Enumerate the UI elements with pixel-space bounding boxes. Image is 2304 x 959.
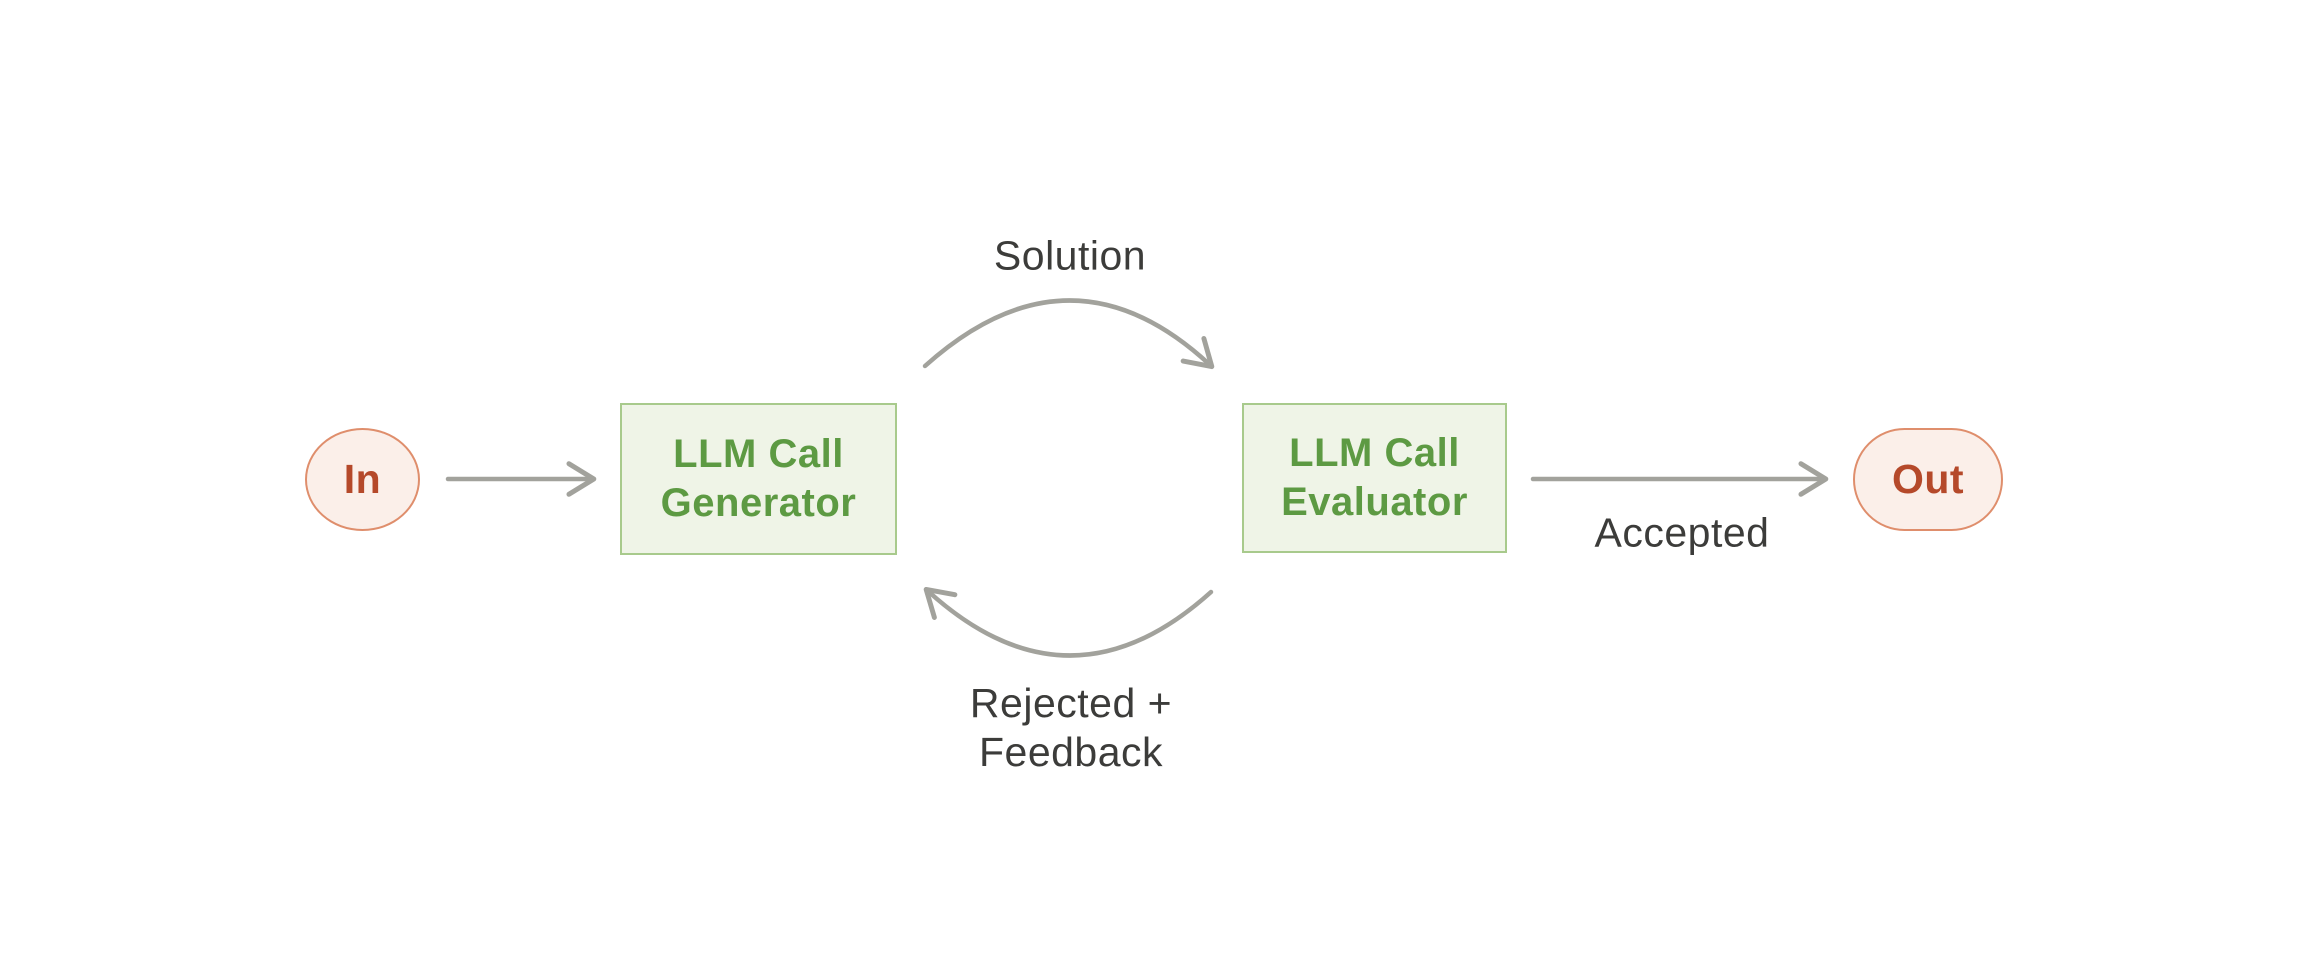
edge-label-rejected-feedback: Rejected + Feedback — [969, 679, 1173, 775]
node-out: Out — [1853, 428, 2003, 531]
arrow-rejected-arc — [923, 586, 1214, 658]
node-llm-call-generator: LLM Call Generator — [620, 403, 897, 555]
arrow-solution-arc — [922, 298, 1215, 370]
node-in: In — [305, 428, 420, 531]
edge-label-accepted: Accepted — [1594, 509, 1770, 556]
edge-label-solution: Solution — [993, 232, 1147, 279]
node-llm-call-evaluator: LLM Call Evaluator — [1242, 403, 1507, 553]
